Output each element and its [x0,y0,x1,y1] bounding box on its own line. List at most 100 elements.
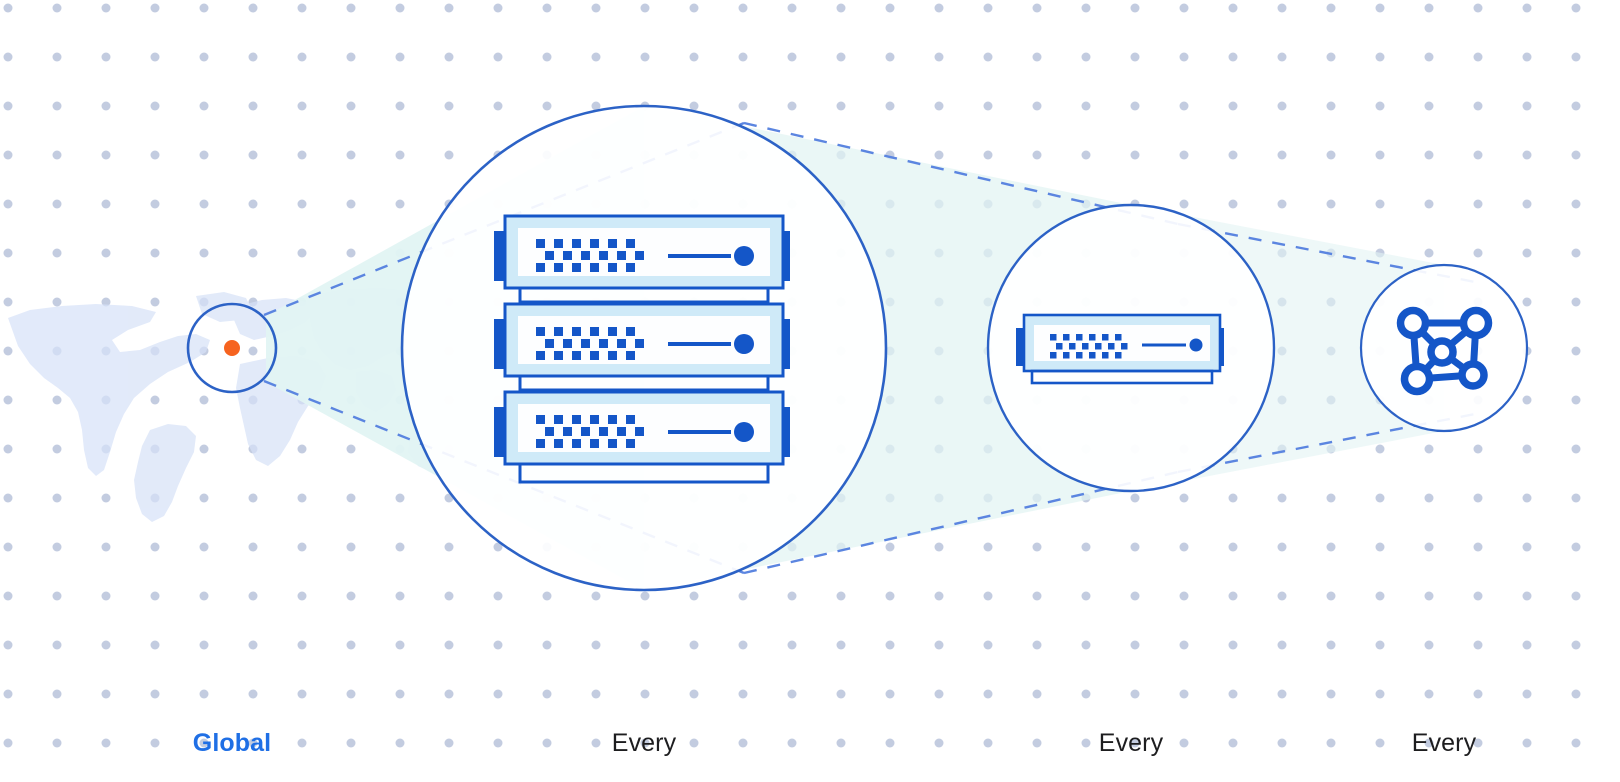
grid-dot [101,199,111,209]
grid-dot [1375,3,1385,13]
grid-dot [395,52,405,62]
grid-dot [101,542,111,552]
grid-dot [493,689,503,699]
grid-dot [3,3,13,13]
grid-dot [1081,640,1091,650]
label-line-1: Global [192,729,272,757]
grid-dot [297,591,307,601]
grid-dot [1228,3,1238,13]
grid-dot [1473,591,1483,601]
grid-dot [395,3,405,13]
grid-dot [297,52,307,62]
grid-dot [1473,101,1483,111]
grid-dot [150,542,160,552]
grid-dot [52,101,62,111]
grid-dot [640,591,650,601]
grid-dot [1081,689,1091,699]
grid-dot [1081,101,1091,111]
grid-dot [1081,542,1091,552]
grid-dot [1277,591,1287,601]
grid-dot [346,542,356,552]
dashed-connector-bottom-3 [1177,411,1481,474]
grid-dot [787,689,797,699]
grid-dot [346,444,356,454]
grid-dot [1473,248,1483,258]
grid-dot [885,738,895,748]
grid-dot [1326,52,1336,62]
grid-dot [52,297,62,307]
grid-dot [591,3,601,13]
grid-dot [1424,101,1434,111]
grid-dot [248,640,258,650]
grid-dot [3,101,13,111]
grid-dot [199,542,209,552]
grid-dot [1424,689,1434,699]
grid-dot [199,52,209,62]
grid-dot [444,689,454,699]
grid-dot [885,52,895,62]
grid-dot [1130,738,1140,748]
grid-dot [52,52,62,62]
grid-dot [52,199,62,209]
label-server: Every server [1011,668,1251,782]
dashed-connector-top-3 [1177,222,1481,285]
grid-dot [1228,52,1238,62]
grid-dot [101,248,111,258]
grid-dot [493,738,503,748]
grid-dot [1473,689,1483,699]
grid-dot [52,738,62,748]
grid-dot [346,52,356,62]
grid-dot [542,3,552,13]
grid-dot [1571,689,1581,699]
grid-dot [150,591,160,601]
grid-dot [934,591,944,601]
grid-dot [395,738,405,748]
grid-dot [52,689,62,699]
grid-dot [787,101,797,111]
grid-dot [346,738,356,748]
grid-dot [248,101,258,111]
grid-dot [1424,150,1434,160]
grid-dot [1571,3,1581,13]
grid-dot [1228,640,1238,650]
grid-dot [1130,542,1140,552]
grid-dot [346,640,356,650]
grid-dot [689,689,699,699]
grid-dot [101,738,111,748]
grid-dot [1179,52,1189,62]
grid-dot [591,52,601,62]
grid-dot [346,248,356,258]
grid-dot [52,395,62,405]
grid-dot [395,591,405,601]
grid-dot [738,738,748,748]
grid-dot [3,395,13,405]
grid-dot [1228,738,1238,748]
grid-dot [885,640,895,650]
grid-dot [1081,3,1091,13]
grid-dot [297,493,307,503]
grid-dot [1571,444,1581,454]
grid-dot [3,689,13,699]
grid-dot [1522,395,1532,405]
grid-dot [1228,689,1238,699]
grid-dot [1571,150,1581,160]
grid-dot [493,591,503,601]
grid-dot [1571,542,1581,552]
grid-dot [297,150,307,160]
grid-dot [1424,52,1434,62]
grid-dot [640,640,650,650]
grid-dot [1522,297,1532,307]
grid-dot [150,101,160,111]
grid-dot [738,640,748,650]
circle-global-network [186,302,278,394]
grid-dot [1522,542,1532,552]
grid-dot [493,640,503,650]
grid-dot [1277,150,1287,160]
grid-dot [1424,493,1434,503]
grid-dot [1571,297,1581,307]
grid-dot [640,689,650,699]
grid-dot [1522,444,1532,454]
grid-dot [52,444,62,454]
grid-dot [738,591,748,601]
